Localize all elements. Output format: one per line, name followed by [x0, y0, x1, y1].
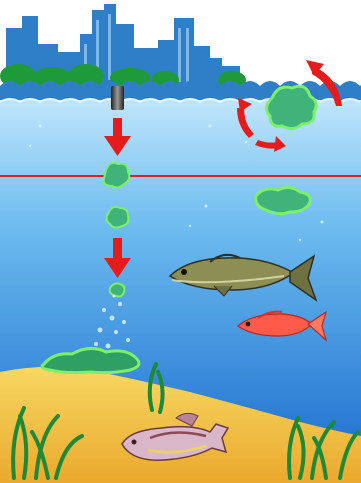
- algae-clump-icon: [256, 187, 311, 213]
- pipe-icon: [111, 86, 124, 110]
- algae-bloom-icon: [266, 86, 316, 128]
